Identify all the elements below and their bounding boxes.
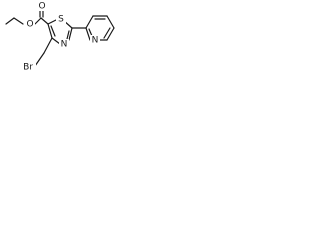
bond-ester-o-c	[34, 17, 42, 25]
bond-ethyl-2	[13, 17, 24, 25]
pyridine-nitrogen-mask	[90, 35, 100, 45]
bond-ester-c-ring	[40, 17, 49, 25]
bond-ring-c2-n3	[68, 27, 73, 41]
thiazole-nitrogen-label: N	[61, 40, 68, 50]
pyridine-nitrogen-label: N	[92, 36, 99, 46]
bond-ring-c2-n3-double	[66, 30, 70, 40]
bond-ch2-br	[34, 52, 45, 67]
bond-py-4-double	[103, 27, 111, 39]
bond-ethyl-1	[5, 17, 15, 25]
sulfur-mask	[56, 14, 66, 24]
bond-py-3	[106, 15, 115, 29]
bond-py-6-double	[88, 28, 93, 37]
thiazole-nitrogen-mask	[59, 39, 69, 49]
ester-oxygen-label: O	[26, 20, 33, 30]
bond-py-6	[85, 27, 91, 41]
carbonyl-oxygen-label: O	[38, 2, 45, 12]
bromine-label: Br	[23, 63, 33, 73]
bond-py-1	[85, 15, 94, 29]
sulfur-label: S	[58, 15, 64, 25]
bond-ring-n3-c4	[51, 37, 61, 45]
chemical-structure: O O S N N Br	[5, 1, 115, 73]
ester-oxygen-mask	[25, 19, 35, 29]
bromine-mask	[20, 61, 36, 72]
bond-c4-ch2	[43, 37, 53, 54]
bond-ring-c4-c5-double	[50, 25, 56, 37]
bond-ring-c4-c5	[47, 23, 53, 39]
bond-py-4	[106, 27, 115, 41]
carbonyl-oxygen-mask	[37, 1, 47, 11]
